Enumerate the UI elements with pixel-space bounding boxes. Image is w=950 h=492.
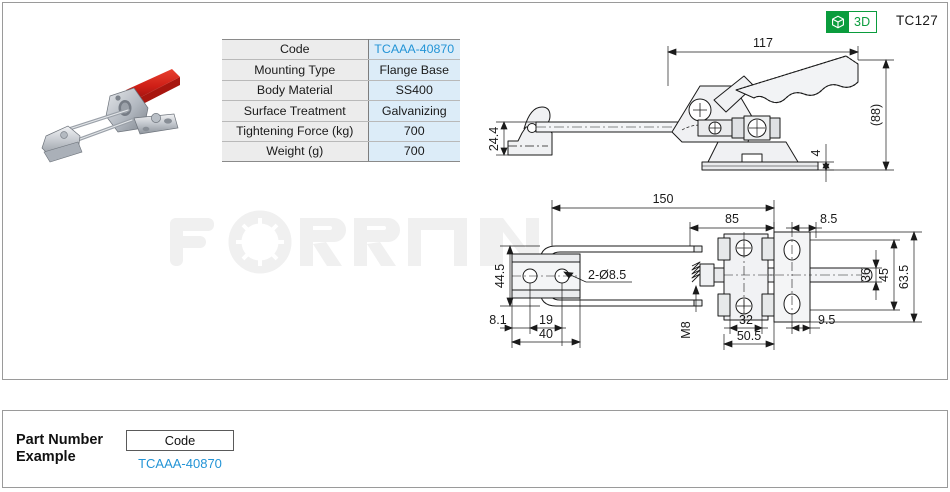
dim-label: 19 [539, 313, 553, 327]
table-row: Tightening Force (kg) 700 [222, 120, 460, 142]
dim-label: M8 [679, 321, 693, 338]
dim-label: 63.5 [897, 265, 911, 289]
spec-key: Tightening Force (kg) [222, 120, 369, 142]
dim-label: (88) [869, 104, 883, 126]
badge-3d[interactable]: 3D [826, 11, 878, 33]
product-photo [41, 69, 180, 163]
spec-value: Flange Base [368, 59, 460, 81]
dim-label: 4 [809, 149, 823, 156]
code-box: Code [126, 430, 234, 451]
part-number-label-line1: Part Number [16, 432, 104, 448]
spec-key: Code [222, 38, 369, 61]
spec-key: Body Material [222, 79, 369, 102]
spec-key: Weight (g) [222, 140, 369, 163]
spec-value: Galvanizing [368, 100, 460, 122]
cube-icon [827, 12, 849, 32]
spec-value: 700 [368, 140, 460, 163]
spec-value: 700 [368, 120, 460, 142]
table-row: Mounting Type Flange Base [222, 59, 460, 81]
side-elevation-drawing: 117 (88) 24.4 4 [487, 36, 894, 182]
plan-view-drawing: 150 85 8.5 44.5 2-Ø8.5 [489, 192, 922, 350]
specification-table: Code TCAAA-40870 Mounting Type Flange Ba… [222, 38, 460, 163]
dim-label: 85 [725, 212, 739, 226]
dim-label: 36 [859, 268, 873, 282]
dim-label: 40 [539, 327, 553, 341]
table-row: Body Material SS400 [222, 79, 460, 102]
spec-value: SS400 [368, 79, 460, 102]
dim-label: 8.5 [820, 212, 837, 226]
series-code-label: TC127 [896, 13, 939, 28]
dim-label: 117 [753, 36, 773, 50]
dim-label: 44.5 [493, 264, 507, 288]
spec-key: Mounting Type [222, 59, 369, 81]
dim-label: 24.4 [487, 127, 501, 151]
table-row: Weight (g) 700 [222, 140, 460, 163]
part-number-example-label: Part Number Example [16, 432, 103, 466]
dim-label: 8.1 [489, 313, 506, 327]
table-row: Code TCAAA-40870 [222, 38, 460, 61]
dim-label: 45 [877, 268, 891, 282]
badge-3d-label: 3D [854, 15, 871, 29]
spec-value: TCAAA-40870 [368, 38, 460, 61]
spec-key: Surface Treatment [222, 100, 369, 122]
dim-label: 32 [739, 313, 753, 327]
dim-label: 50.5 [737, 329, 761, 343]
dim-label: 150 [653, 192, 674, 206]
code-example-value: TCAAA-40870 [138, 456, 222, 471]
table-row: Surface Treatment Galvanizing [222, 100, 460, 122]
dim-label: 9.5 [818, 313, 835, 327]
dim-label: 2-Ø8.5 [588, 268, 626, 282]
part-number-label-line2: Example [16, 449, 76, 465]
